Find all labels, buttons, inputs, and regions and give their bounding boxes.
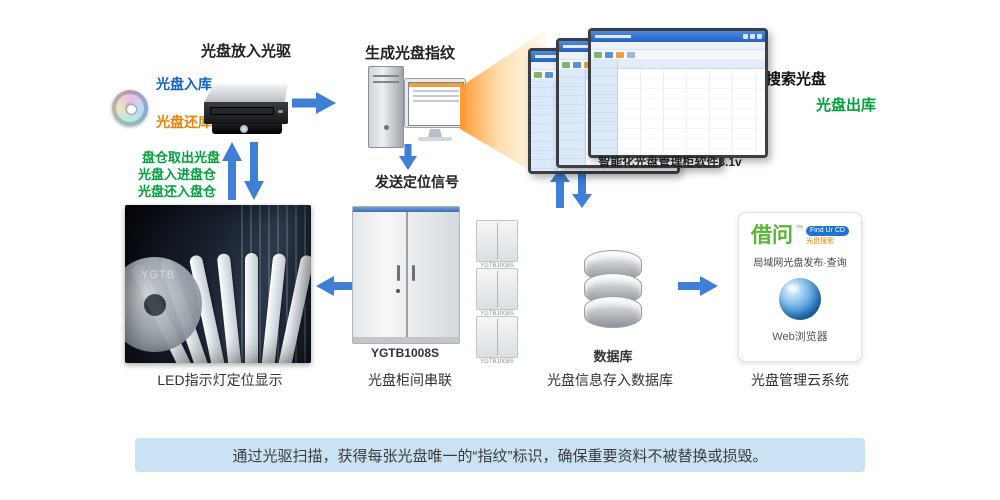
section-title-drive: 光盘放入光驱 bbox=[200, 43, 291, 60]
window-titlebar bbox=[591, 31, 765, 42]
arrow-down-bin-drive-icon bbox=[244, 142, 264, 200]
label-send-signal: 发送定位信号 bbox=[375, 174, 459, 190]
brand-trademark: ™ bbox=[795, 225, 803, 232]
globe-icon bbox=[779, 278, 821, 320]
label-disc-in: 光盘入库 bbox=[156, 76, 212, 92]
window-sidebar bbox=[559, 69, 586, 165]
summary-banner-text: 通过光驱扫描，获得每张光盘唯一的“指纹”标识，确保重要资料不被替换或损毁。 bbox=[232, 447, 768, 465]
window-menubar bbox=[591, 42, 765, 50]
mini-cabinet-1: YGTB1008S bbox=[476, 220, 518, 271]
mini-cabinet-caption: YGTB1008S bbox=[480, 263, 514, 269]
label-bin-take-out: 盘仓取出光盘 bbox=[142, 150, 221, 165]
label-search-disc: 搜索光盘 bbox=[766, 71, 827, 88]
label-bin-put-in: 光盘入进盘仓 bbox=[138, 167, 217, 182]
cabinet-model: YGTB1008S bbox=[370, 346, 440, 360]
label-bin-return: 光盘还入盘仓 bbox=[138, 184, 217, 199]
computer-tower-icon bbox=[368, 66, 404, 148]
arrow-up-drive-bin-icon bbox=[222, 142, 242, 200]
monitor-stand bbox=[428, 129, 442, 137]
photo-watermark: YGTB bbox=[141, 269, 175, 281]
caption-cloud-system: 光盘管理云系统 bbox=[751, 372, 849, 388]
arrow-cabinet-to-led-icon bbox=[316, 276, 352, 296]
mini-cabinet-caption: YGTB1008S bbox=[480, 311, 514, 317]
optical-drive-icon bbox=[204, 84, 288, 134]
disc-arm bbox=[125, 257, 202, 352]
caption-cabinet-chain: 光盘柜间串联 bbox=[368, 372, 452, 388]
database-icon bbox=[584, 250, 642, 328]
monitor-base bbox=[418, 137, 452, 141]
software-name: 智能化光盘管理柜软件3.1v bbox=[598, 155, 742, 169]
brand-logo: 借问 bbox=[750, 224, 793, 247]
arrow-down-software-db-icon bbox=[572, 168, 592, 208]
web-browser-label: Web浏览器 bbox=[772, 331, 828, 343]
app-window-front bbox=[588, 28, 768, 158]
mini-cabinet-2: YGTB1008S bbox=[476, 268, 518, 319]
led-rack-photo: YGTB bbox=[125, 205, 311, 363]
brand-tagline: 光盘搜索 bbox=[805, 238, 834, 245]
window-sidebar bbox=[531, 79, 558, 171]
arrow-db-to-cloud-icon bbox=[678, 276, 718, 296]
label-disc-return: 光盘还库 bbox=[156, 114, 212, 130]
window-table bbox=[618, 59, 765, 155]
cd-hole bbox=[125, 103, 137, 115]
arrow-signal-down-icon bbox=[399, 144, 417, 170]
mini-cabinet-caption: YGTB1008S bbox=[480, 359, 514, 365]
window-sidebar bbox=[591, 59, 618, 155]
cd-disc-icon bbox=[112, 90, 148, 126]
caption-led: LED指示灯定位显示 bbox=[157, 372, 283, 388]
mini-cabinet-3: YGTB1008S bbox=[476, 316, 518, 367]
arrow-drive-to-computer-icon bbox=[292, 92, 336, 114]
label-disc-out: 光盘出库 bbox=[816, 97, 877, 114]
cloud-description: 局域网光盘发布·查询 bbox=[753, 258, 847, 269]
database-label: 数据库 bbox=[593, 349, 633, 364]
section-title-fingerprint: 生成光盘指纹 bbox=[364, 45, 455, 62]
caption-db-store: 光盘信息存入数据库 bbox=[547, 372, 673, 388]
arrow-up-db-software-icon bbox=[550, 168, 570, 208]
find-ur-cd-badge: Find Ur CD bbox=[805, 226, 849, 236]
summary-banner: 通过光驱扫描，获得每张光盘唯一的“指纹”标识，确保重要资料不被替换或损毁。 bbox=[135, 438, 865, 472]
disc-cabinet-icon bbox=[352, 206, 460, 344]
window-buttons bbox=[743, 34, 762, 39]
computer-monitor-icon bbox=[404, 78, 466, 128]
